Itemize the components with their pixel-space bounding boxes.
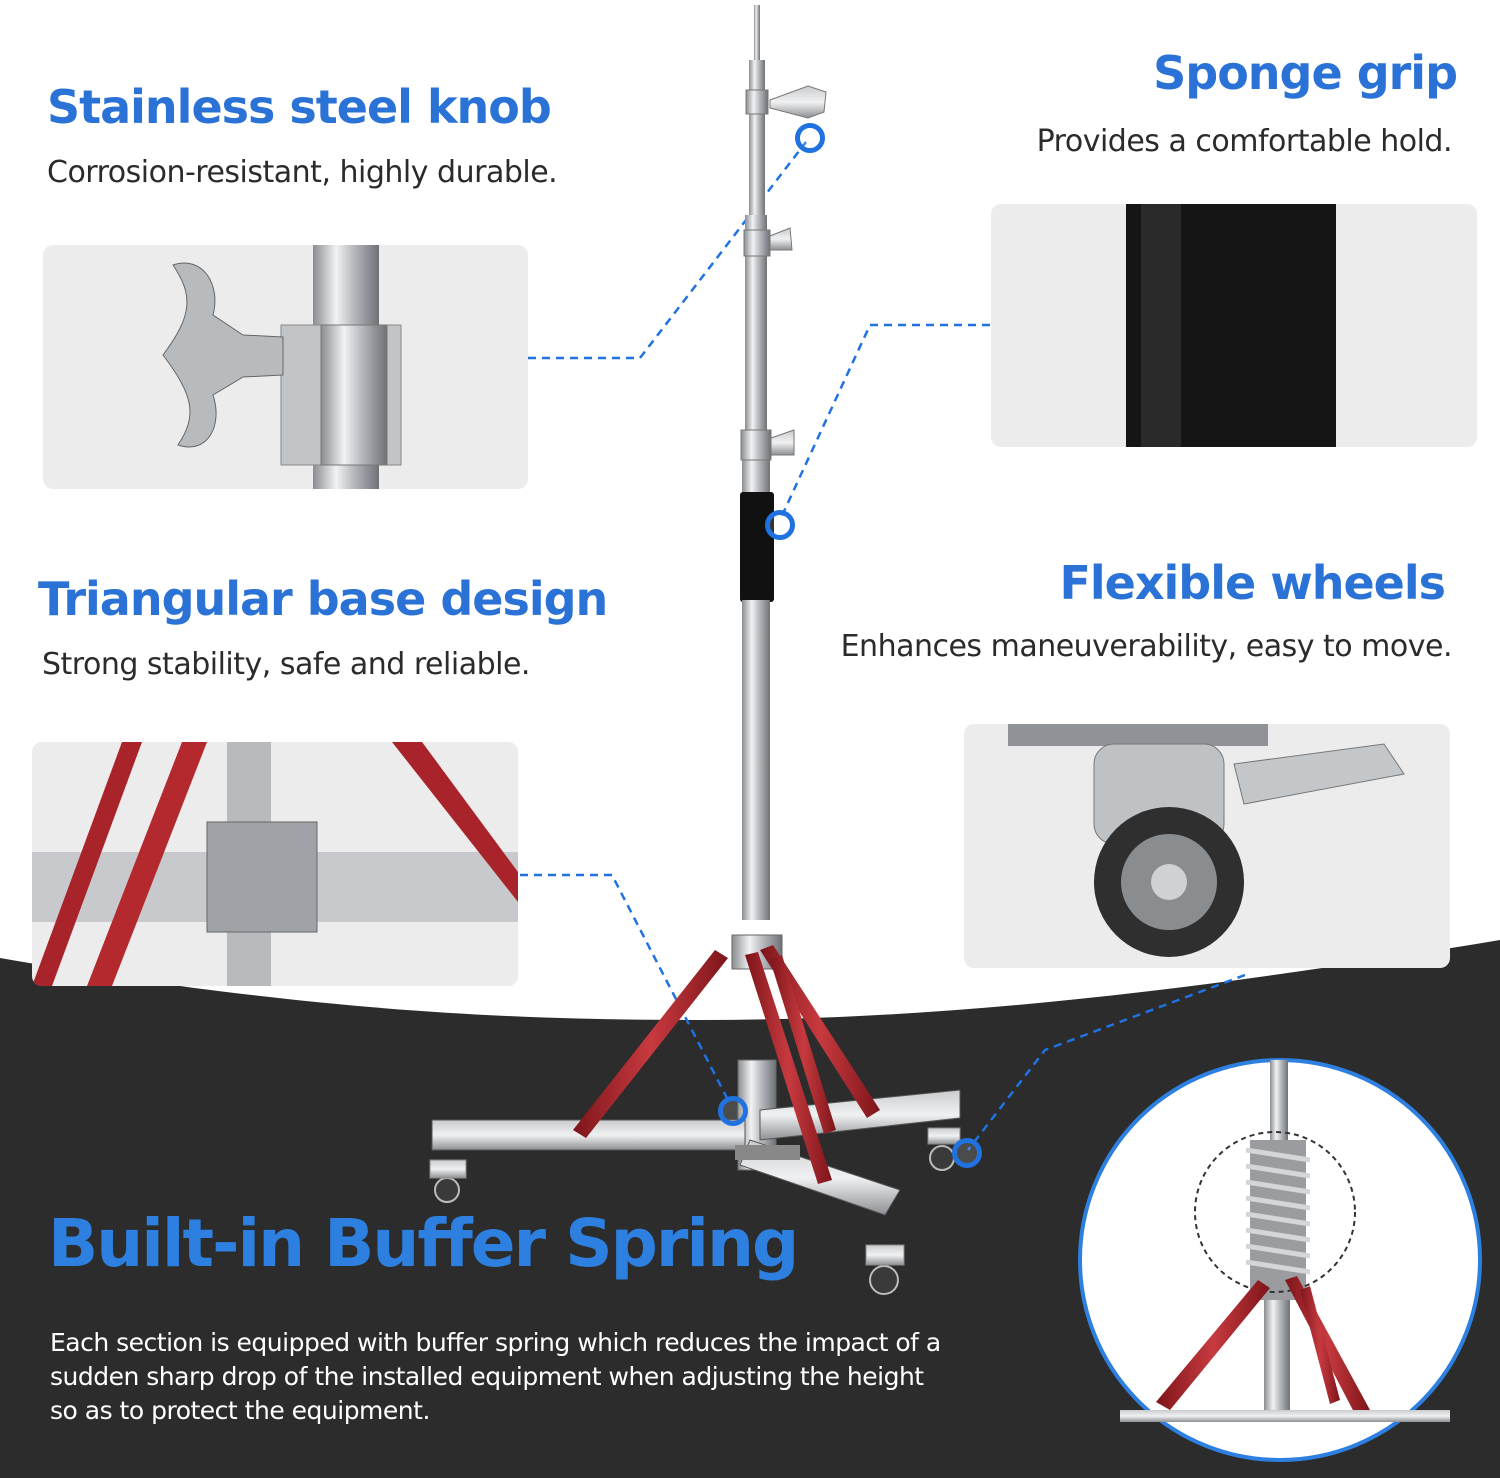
base-title: Triangular base design bbox=[38, 572, 608, 626]
spring-description-line: sudden sharp drop of the installed equip… bbox=[50, 1362, 924, 1391]
grip-description: Provides a comfortable hold. bbox=[1036, 124, 1453, 159]
knob-title: Stainless steel knob bbox=[47, 80, 552, 134]
wheel-closeup-image bbox=[964, 724, 1450, 968]
callout-ring-icon bbox=[795, 123, 825, 153]
knob-description: Corrosion-resistant, highly durable. bbox=[47, 155, 558, 190]
callout-ring-icon bbox=[718, 1096, 748, 1126]
spring-description-line: so as to protect the equipment. bbox=[50, 1396, 430, 1425]
sponge-grip-mark bbox=[740, 492, 774, 602]
callout-ring-icon bbox=[765, 510, 795, 540]
leader-lines bbox=[520, 141, 1246, 1151]
wheels-description: Enhances maneuverability, easy to move. bbox=[840, 629, 1453, 664]
base-description: Strong stability, safe and reliable. bbox=[42, 647, 530, 682]
grip-closeup-image bbox=[991, 204, 1477, 447]
wheels-title: Flexible wheels bbox=[1059, 556, 1446, 610]
spring-detail-view bbox=[1078, 1058, 1482, 1462]
callout-ring-icon bbox=[952, 1138, 982, 1168]
stand-pole bbox=[731, 5, 827, 1171]
stand-base bbox=[429, 945, 961, 1295]
base-closeup-image bbox=[32, 742, 518, 986]
knob-closeup-image bbox=[43, 245, 528, 489]
spring-description: Each section is equipped with buffer spr… bbox=[50, 1326, 980, 1428]
spring-description-line: Each section is equipped with buffer spr… bbox=[50, 1328, 941, 1357]
grip-title: Sponge grip bbox=[1153, 46, 1458, 100]
spring-title: Built-in Buffer Spring bbox=[48, 1205, 799, 1282]
